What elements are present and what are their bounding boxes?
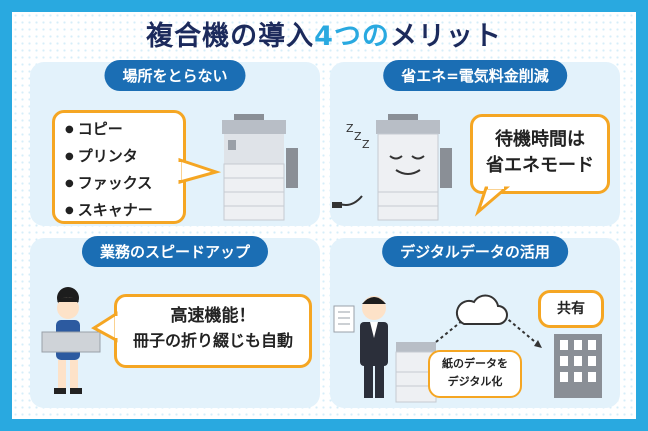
list-item: ファックス	[65, 171, 183, 198]
businessman-icon	[333, 296, 388, 398]
svg-text:Z: Z	[354, 130, 362, 143]
panel-space-saving: 場所をとらない コピー プリンタ ファックス スキャナー	[30, 60, 320, 226]
title-left: 複合機の導入	[146, 21, 315, 52]
list-item: スキャナー	[65, 198, 183, 225]
energy-callout: 待機時間は 省エネモード	[470, 114, 610, 194]
callout-line: 待機時間は	[495, 129, 585, 150]
office-woman-icon	[41, 287, 101, 394]
panel-digital-data: デジタルデータの活用 紙のデータを デジタル化	[330, 236, 620, 408]
sleep-zzz-icon: Z Z Z	[346, 122, 370, 151]
callout-tail	[177, 157, 222, 184]
title-right: メリット	[389, 21, 502, 52]
panel-heading: デジタルデータの活用	[382, 236, 568, 267]
callout-line: デジタル化	[447, 375, 503, 388]
panel-energy-saving: 省エネ=電気料金削減 Z Z Z 待機時間は 省エネモード	[330, 60, 620, 226]
title-accent: 4つの	[314, 21, 390, 52]
digitize-callout: 紙のデータを デジタル化	[428, 350, 522, 398]
panel-speed-up: 業務のスピードアップ 高速機能！ 冊子の折り綴じも自動	[30, 236, 320, 408]
list-item: プリンタ	[65, 144, 183, 171]
callout-tail	[91, 311, 119, 343]
panel-heading: 場所をとらない	[104, 60, 246, 91]
building-icon	[554, 334, 602, 398]
panel-heading: 業務のスピードアップ	[81, 236, 269, 267]
feature-list-callout: コピー プリンタ ファックス スキャナー	[52, 110, 186, 224]
panel-heading: 省エネ=電気料金削減	[383, 60, 567, 91]
list-item: コピー	[65, 117, 183, 144]
feature-list: コピー プリンタ ファックス スキャナー	[65, 117, 183, 225]
svg-text:Z: Z	[346, 122, 354, 135]
callout-tail	[474, 185, 511, 217]
callout-line: 冊子の折り綴じも自動	[132, 331, 293, 350]
callout-line: 紙のデータを	[442, 357, 508, 370]
copier-machine-icon	[222, 114, 298, 221]
share-label: 共有	[557, 301, 585, 317]
callout-line: 高速機能！	[170, 306, 256, 326]
svg-text:Z: Z	[362, 138, 370, 151]
sleeping-copier-icon	[376, 114, 452, 221]
page-title: 複合機の導入4つのメリット	[0, 14, 648, 53]
cloud-icon	[455, 294, 508, 325]
share-callout: 共有	[538, 290, 604, 328]
speed-callout: 高速機能！ 冊子の折り綴じも自動	[114, 294, 312, 368]
callout-line: 省エネモード	[486, 155, 594, 176]
power-plug-icon	[332, 195, 363, 208]
